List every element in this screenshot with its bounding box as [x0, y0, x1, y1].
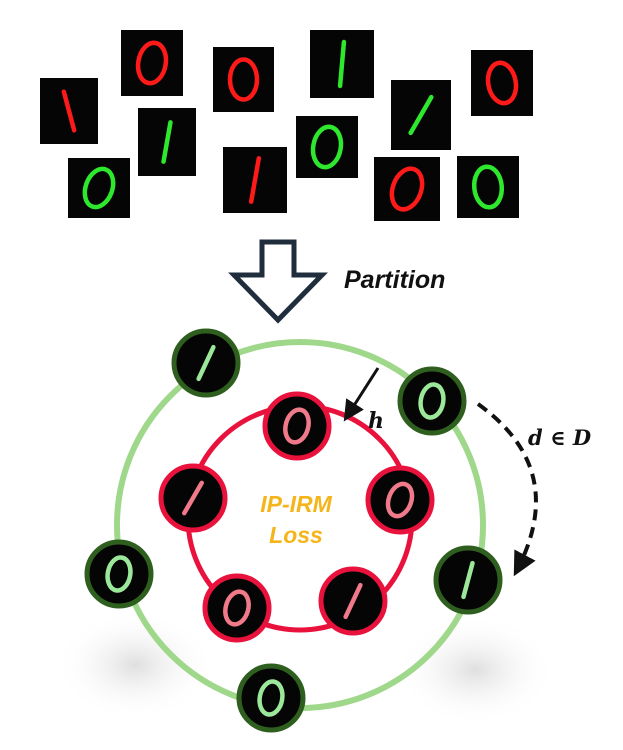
outer-node-digit — [418, 382, 446, 420]
d-in-D-arrow — [476, 402, 538, 577]
sample-tile-background — [68, 158, 130, 218]
sample-digit-green-0 — [310, 124, 344, 170]
sample-digit-green-1 — [337, 39, 347, 89]
inner-node-digit — [385, 481, 415, 519]
sample-tile-background — [471, 50, 533, 116]
sample-tile — [457, 156, 519, 218]
sample-tile — [213, 47, 274, 112]
sample-tile-background — [121, 30, 183, 96]
outer-node — [236, 663, 306, 733]
outer-node — [397, 366, 467, 436]
loss-label-line2: Loss — [269, 522, 323, 548]
inner-node-digit — [343, 582, 363, 620]
sample-tile — [223, 147, 287, 213]
sample-digit-green-0 — [471, 164, 505, 210]
outer-node — [433, 545, 503, 615]
sample-digit-red-1 — [61, 89, 77, 133]
loss-label-line1: IP-IRM — [260, 491, 332, 517]
inner-node-disc — [262, 391, 332, 461]
shadow-right — [395, 615, 555, 725]
inner-ring-nodes — [158, 391, 435, 643]
inner-node — [202, 573, 272, 643]
sample-tile-background — [374, 157, 440, 221]
outer-node-disc — [84, 539, 154, 609]
outer-node-digit — [257, 679, 285, 717]
outer-node-digit — [105, 555, 133, 593]
inner-node-digit — [182, 480, 204, 516]
sample-tile — [40, 78, 98, 144]
partition-label: Partition — [344, 266, 445, 294]
shadow-left — [55, 610, 215, 720]
outer-node-digit — [461, 560, 475, 600]
sample-tile — [471, 50, 533, 116]
sample-digit-red-0 — [227, 57, 260, 102]
outer-node-disc — [397, 366, 467, 436]
sample-tile — [68, 158, 130, 218]
inner-node — [318, 566, 388, 636]
outer-node-digit — [196, 344, 216, 382]
outer-node — [171, 328, 241, 398]
outer-ring-nodes — [84, 328, 503, 733]
sample-digit-green-1 — [408, 94, 434, 136]
sample-tile — [391, 80, 451, 150]
inner-node — [262, 391, 332, 461]
inner-node — [365, 465, 435, 535]
d-in-D-label: d ∈ D — [528, 425, 592, 450]
h-arrow — [343, 367, 380, 422]
sample-tile-background — [213, 47, 274, 112]
sample-digit-green-1 — [161, 120, 173, 164]
sample-tile — [296, 116, 358, 178]
h-label: h — [368, 408, 384, 434]
sample-tile — [121, 30, 183, 96]
sample-digit-green-0 — [82, 166, 116, 210]
sample-digit-red-0 — [135, 40, 169, 86]
outer-node — [84, 539, 154, 609]
inner-node — [158, 463, 228, 533]
sample-tile — [138, 108, 196, 176]
inner-node-disc — [202, 573, 272, 643]
sample-tile — [310, 30, 374, 98]
sample-images — [40, 30, 533, 221]
sample-digit-red-0 — [485, 60, 519, 106]
inner-node-digit — [283, 407, 311, 445]
inner-node-digit — [223, 589, 251, 627]
partition-arrow-icon — [228, 239, 328, 324]
sample-digit-red-1 — [248, 156, 262, 204]
outer-node-disc — [236, 663, 306, 733]
sample-digit-red-0 — [389, 166, 425, 212]
sample-tile — [374, 157, 440, 221]
inner-node-disc — [365, 465, 435, 535]
